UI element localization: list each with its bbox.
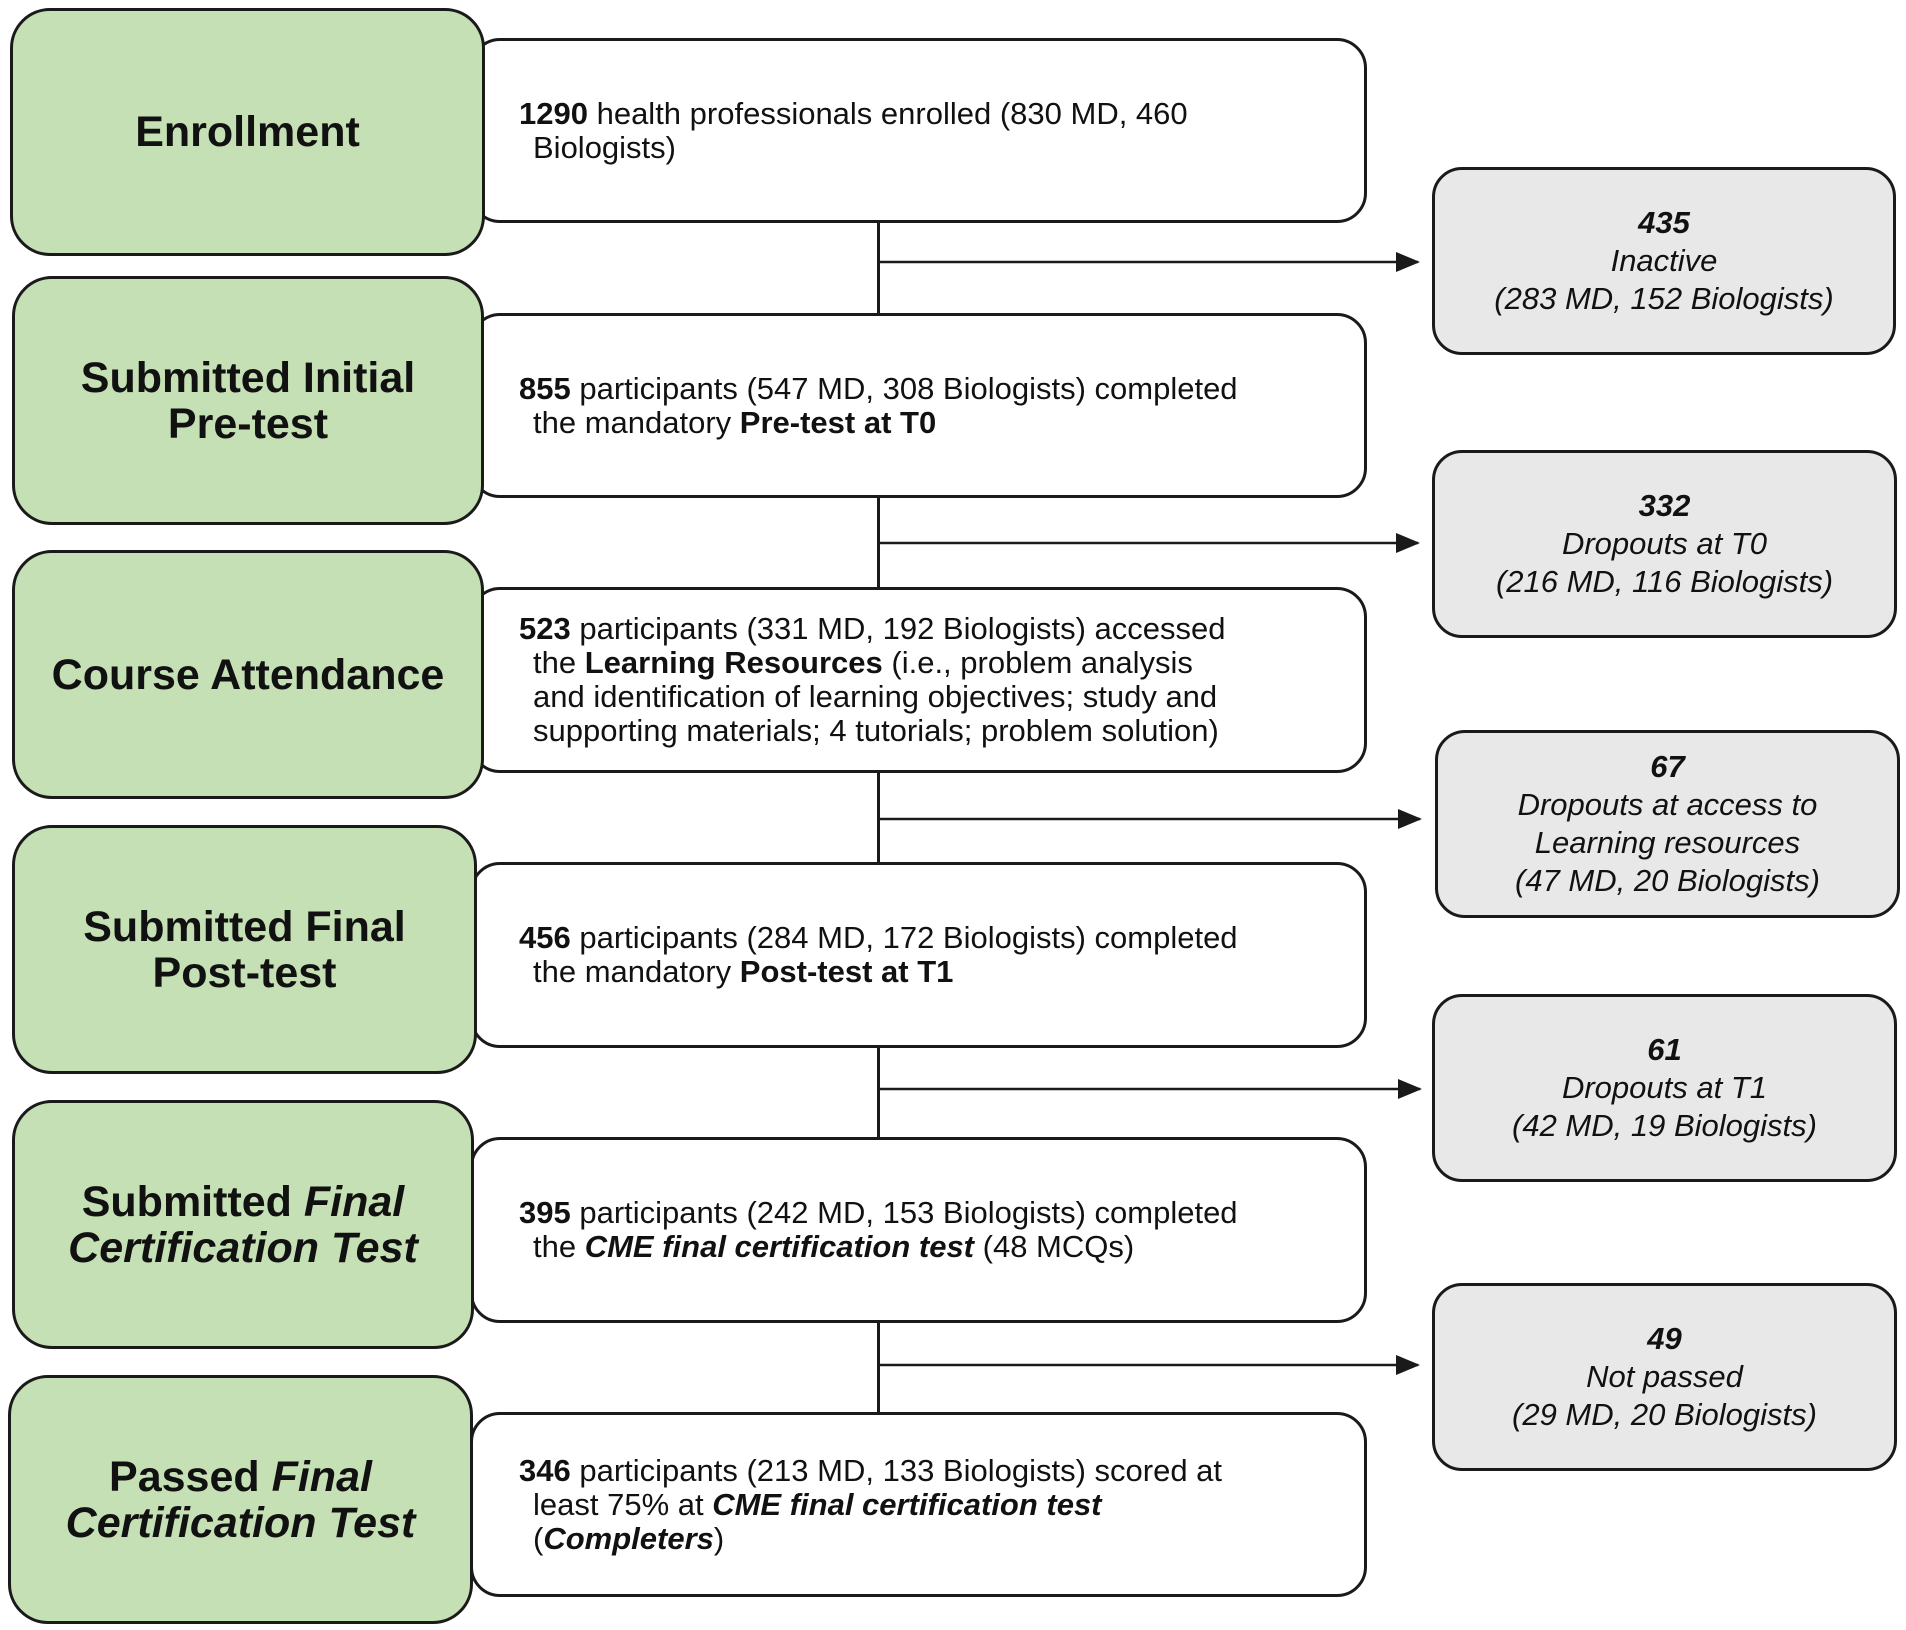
count-dropouts-learning: 67: [1650, 749, 1685, 784]
stage-box-enrollment: Enrollment: [10, 8, 485, 256]
dropout-box-t0: 332 Dropouts at T0 (216 MD, 116 Biologis…: [1432, 450, 1897, 638]
connector-line-4: [877, 1045, 880, 1140]
description-box-cert-passed: 346 participants (213 MD, 133 Biologists…: [470, 1412, 1367, 1597]
connector-line-1: [877, 220, 880, 316]
dropout-box-inactive: 435 Inactive (283 MD, 152 Biologists): [1432, 167, 1896, 355]
count-dropouts-t1: 61: [1647, 1032, 1682, 1067]
arrowhead-4: [1398, 1079, 1422, 1099]
stage-label-course: Course Attendance: [51, 650, 445, 699]
dropout-box-t1: 61 Dropouts at T1 (42 MD, 19 Biologists): [1432, 994, 1897, 1182]
description-box-enrollment: 1290 health professionals enrolled (830 …: [470, 38, 1367, 223]
connector-line-3: [877, 770, 880, 866]
connector-line-5: [877, 1320, 880, 1415]
count-pretest: 855: [519, 370, 571, 406]
stage-label-enrollment: Enrollment: [135, 108, 360, 156]
count-enrolled: 1290: [519, 95, 588, 131]
count-not-passed: 49: [1647, 1321, 1682, 1356]
count-cert-passed: 346: [519, 1452, 571, 1488]
count-course: 523: [519, 611, 571, 646]
count-posttest: 456: [519, 920, 571, 955]
connector-line-2: [877, 495, 880, 590]
description-box-course: 523 participants (331 MD, 192 Biologists…: [470, 587, 1367, 773]
dropout-box-learning: 67 Dropouts at access to Learning resour…: [1435, 730, 1900, 918]
arrowhead-5: [1396, 1355, 1420, 1375]
dropout-box-not-passed: 49 Not passed (29 MD, 20 Biologists): [1432, 1283, 1897, 1471]
count-cert-submitted: 395: [519, 1195, 571, 1230]
description-box-pretest: 855 participants (547 MD, 308 Biologists…: [470, 313, 1367, 498]
stage-box-course: Course Attendance: [12, 550, 484, 799]
arrowhead-3: [1398, 809, 1422, 829]
count-inactive: 435: [1638, 205, 1690, 240]
arrowhead-1: [1396, 252, 1420, 272]
description-box-posttest: 456 participants (284 MD, 172 Biologists…: [470, 862, 1367, 1048]
arrowhead-2: [1396, 533, 1420, 553]
count-dropouts-t0: 332: [1638, 488, 1691, 523]
description-box-cert-submitted: 395 participants (242 MD, 153 Biologists…: [470, 1137, 1367, 1323]
